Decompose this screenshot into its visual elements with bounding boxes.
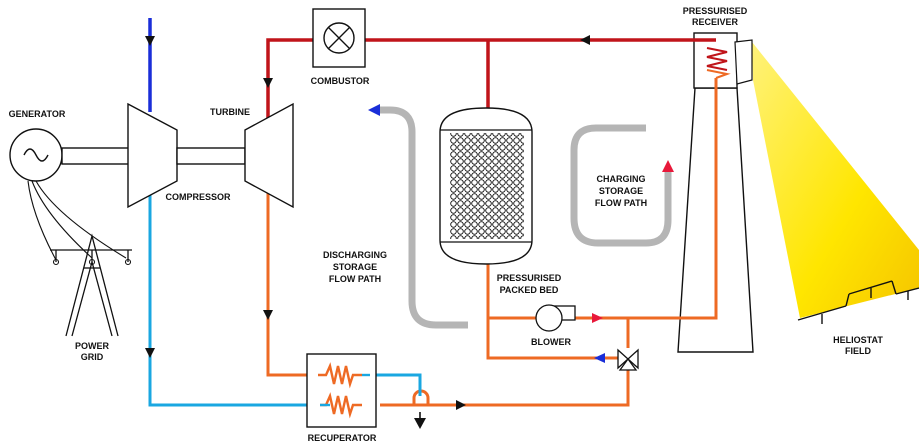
arrow-turbine-out	[263, 310, 273, 320]
sunlight-beam	[752, 42, 919, 318]
recuperator-label: RECUPERATOR	[308, 433, 377, 443]
receiver-coil-lower	[706, 69, 731, 79]
generator-sine	[23, 148, 49, 162]
combustor-cross	[327, 26, 351, 50]
arrow-to-valve	[594, 353, 605, 363]
recuperator-coil-cold	[320, 392, 362, 419]
packed-bed-label-line1: PRESSURISED	[497, 273, 562, 283]
blower-label: BLOWER	[531, 337, 571, 347]
generator-label: GENERATOR	[9, 109, 66, 119]
discharging-arrow	[368, 104, 380, 116]
power-grid-label-line2: GRID	[81, 352, 104, 362]
arrow-to-receiver	[456, 400, 466, 410]
power-grid-label-line1: POWER	[75, 341, 110, 351]
packed-bed-balls	[450, 133, 524, 239]
heliostat-label-line1: HELIOSTAT	[833, 335, 883, 345]
discharging-label-line3: FLOW PATH	[329, 274, 381, 284]
charging-label-line2: STORAGE	[599, 186, 643, 196]
discharging-label-line2: STORAGE	[333, 262, 377, 272]
charging-flow-path	[570, 124, 672, 247]
receiver-coil	[706, 47, 728, 71]
cool-air-pipes	[148, 180, 422, 407]
discharging-label-line1: DISCHARGING	[323, 250, 387, 260]
charging-label-line3: FLOW PATH	[595, 198, 647, 208]
charging-label-line1: CHARGING	[597, 174, 646, 184]
recuperator-icon	[306, 353, 377, 428]
arrow-turbine-in	[263, 78, 273, 88]
charging-arrow	[662, 160, 674, 172]
recuperator-coil-hot	[318, 362, 362, 389]
valve-icon	[617, 348, 639, 371]
arrow-blower-out	[592, 313, 603, 323]
outlet-arrow	[414, 418, 426, 429]
generator-wires	[27, 180, 132, 266]
receiver-aperture	[734, 39, 753, 85]
packed-bed-label-line2: PACKED BED	[500, 285, 559, 295]
arrow-compressor-out	[145, 348, 155, 358]
turbine-icon	[244, 102, 294, 209]
flow-arrows	[145, 35, 590, 410]
heliostat-label-line2: FIELD	[845, 346, 871, 356]
receiver-label-line2: RECEIVER	[692, 17, 739, 27]
discharging-flow-path	[378, 106, 468, 329]
hot-air-pipes	[266, 38, 716, 126]
combustor-label: COMBUSTOR	[311, 76, 370, 86]
arrow-inlet	[145, 36, 155, 46]
generator-shaft	[61, 147, 131, 165]
receiver-label-line1: PRESSURISED	[683, 6, 748, 16]
blower-icon	[535, 304, 576, 332]
compressor-turbine-shaft	[176, 147, 246, 165]
turbine-label: TURBINE	[210, 107, 250, 117]
compressor-icon	[127, 102, 178, 209]
compressor-label: COMPRESSOR	[165, 192, 231, 202]
power-grid-icon	[50, 233, 132, 337]
warm-air-exit-pipe	[380, 389, 440, 407]
arrow-return-left	[580, 35, 590, 45]
heliostat-icon	[797, 280, 919, 324]
